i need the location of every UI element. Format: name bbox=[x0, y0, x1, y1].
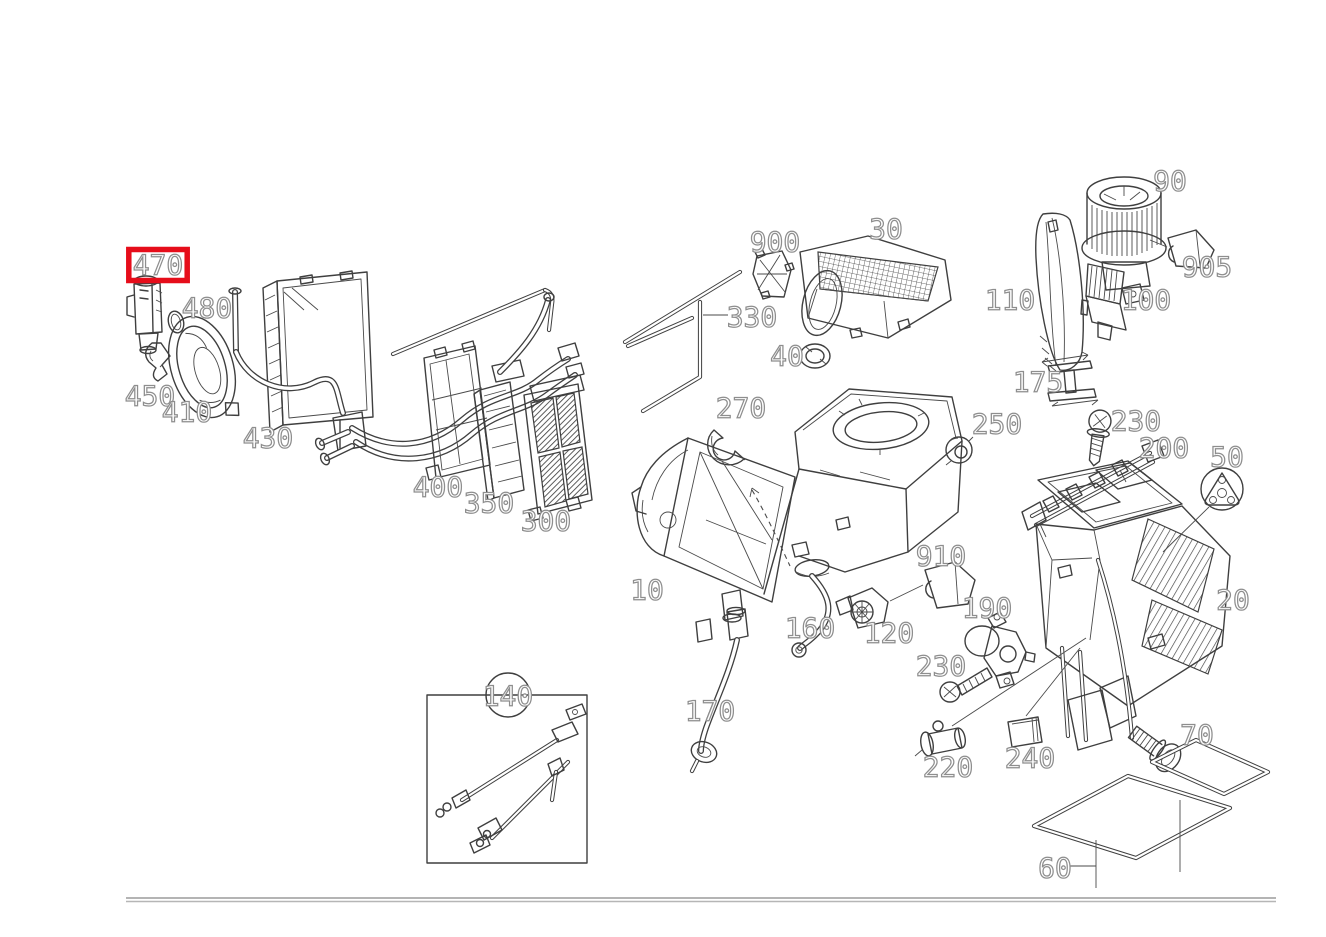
part-470-expansion-valve-drawing bbox=[126, 275, 163, 355]
part-label-480[interactable]: 480 bbox=[181, 291, 233, 325]
part-60-insulation-panels-drawing bbox=[1031, 737, 1271, 861]
part-910-connector-drawing bbox=[924, 561, 976, 609]
part-40-grommet-drawing bbox=[799, 343, 831, 369]
part-label-30[interactable]: 30 bbox=[869, 212, 904, 246]
part-label-430[interactable]: 430 bbox=[242, 421, 294, 455]
highlight-box-470 bbox=[126, 246, 190, 284]
part-label-100[interactable]: 100 bbox=[1120, 283, 1172, 317]
part-label-175[interactable]: 175 bbox=[1012, 365, 1064, 399]
part-label-110[interactable]: 110 bbox=[984, 283, 1036, 317]
page-separator bbox=[126, 897, 1276, 903]
part-label-190[interactable]: 190 bbox=[961, 591, 1013, 625]
part-label-90[interactable]: 90 bbox=[1153, 164, 1188, 198]
part-905-connector-drawing bbox=[1167, 229, 1215, 269]
part-label-60[interactable]: 60 bbox=[1038, 851, 1073, 885]
part-350-filter-drawing bbox=[473, 292, 555, 502]
part-label-230-lower[interactable]: 230 bbox=[915, 649, 967, 683]
leader-lines bbox=[703, 239, 1210, 888]
part-120-aspirator-fan-drawing bbox=[835, 587, 889, 629]
part-330-drain-rods-drawing bbox=[622, 269, 743, 414]
part-90-blower-motor-drawing bbox=[1081, 176, 1167, 305]
part-170-drain-hose-drawing bbox=[689, 606, 749, 774]
part-110-side-cover-drawing bbox=[1035, 212, 1084, 372]
part-900-bracket-drawing bbox=[752, 248, 795, 300]
part-label-470[interactable]: 470 bbox=[132, 248, 184, 282]
part-label-160[interactable]: 160 bbox=[784, 611, 836, 645]
part-label-50[interactable]: 50 bbox=[1210, 440, 1245, 474]
part-label-250[interactable]: 250 bbox=[971, 407, 1023, 441]
part-label-330[interactable]: 330 bbox=[726, 300, 778, 334]
part-label-70[interactable]: 70 bbox=[1180, 718, 1215, 752]
part-label-410[interactable]: 410 bbox=[161, 395, 213, 429]
part-450-clip-drawing bbox=[144, 342, 171, 382]
part-10-blower-housing-drawing bbox=[631, 388, 963, 643]
part-label-220[interactable]: 220 bbox=[922, 750, 974, 784]
part-label-200[interactable]: 200 bbox=[1138, 431, 1190, 465]
part-label-900[interactable]: 900 bbox=[749, 225, 801, 259]
part-label-350[interactable]: 350 bbox=[463, 486, 515, 520]
part-430-evaporator-drawing bbox=[228, 270, 585, 466]
part-50-gasket-drawing bbox=[1200, 467, 1244, 511]
part-300-mesh-filter-drawing bbox=[523, 374, 593, 522]
part-label-230-upper[interactable]: 230 bbox=[1110, 404, 1162, 438]
part-220-valve-drawing bbox=[914, 720, 967, 757]
part-250-grommet-drawing bbox=[945, 436, 974, 466]
part-190-actuator-drawing bbox=[964, 611, 1036, 689]
part-230-screw-upper-drawing bbox=[1086, 409, 1112, 467]
part-label-20[interactable]: 20 bbox=[1216, 583, 1251, 617]
part-label-905[interactable]: 905 bbox=[1181, 250, 1233, 284]
part-230-screw-lower-drawing bbox=[939, 667, 993, 703]
part-label-240[interactable]: 240 bbox=[1004, 741, 1056, 775]
part-240-clip-drawing bbox=[1007, 716, 1043, 748]
part-label-910[interactable]: 910 bbox=[915, 539, 967, 573]
part-label-400[interactable]: 400 bbox=[412, 470, 464, 504]
part-label-170[interactable]: 170 bbox=[684, 694, 736, 728]
part-160-hose-drawing bbox=[791, 559, 832, 658]
part-100-blower-regulator-drawing bbox=[1080, 263, 1127, 341]
part-label-300[interactable]: 300 bbox=[520, 504, 572, 538]
part-410-cover-pad-drawing bbox=[167, 315, 240, 419]
part-label-10[interactable]: 10 bbox=[630, 573, 665, 607]
part-175-bracket-drawing bbox=[1041, 351, 1099, 407]
part-label-450[interactable]: 450 bbox=[124, 379, 176, 413]
part-label-270[interactable]: 270 bbox=[715, 391, 767, 425]
part-30-intake-duct-drawing bbox=[799, 235, 952, 339]
part-label-140[interactable]: 140 bbox=[482, 679, 534, 713]
part-label-40[interactable]: 40 bbox=[770, 339, 805, 373]
part-140-linkage-kit-drawing bbox=[426, 672, 588, 864]
part-label-120[interactable]: 120 bbox=[863, 616, 915, 650]
part-20-heater-box-drawing bbox=[1035, 460, 1231, 751]
